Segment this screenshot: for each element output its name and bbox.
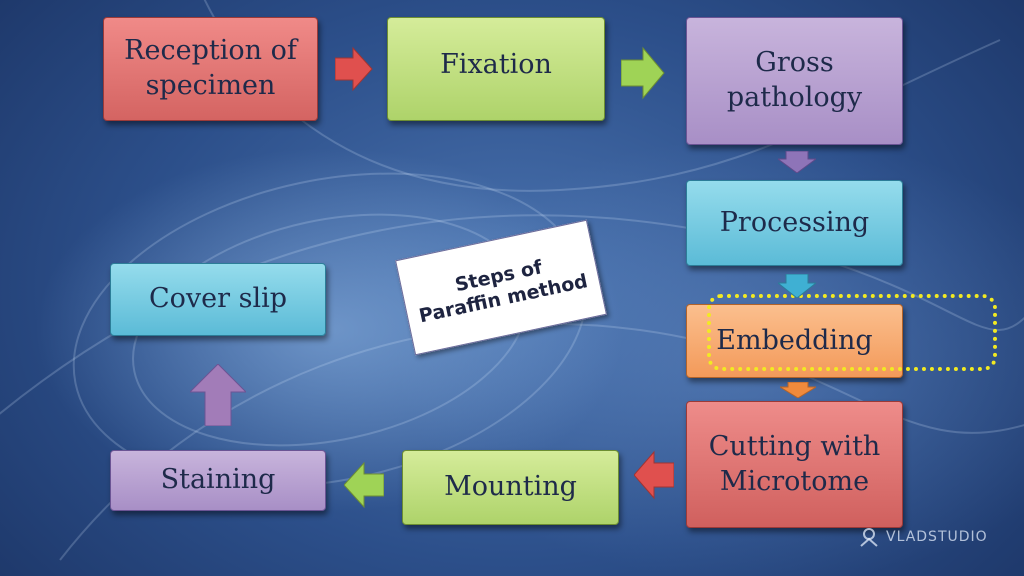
step-fixation-label: Fixation <box>440 49 552 80</box>
step-embedding: Embedding <box>686 304 903 378</box>
arrow-left-green <box>344 462 384 508</box>
arrow-left-red <box>634 450 674 500</box>
step-cutting-with-microtome: Cutting with Microtome <box>686 401 903 528</box>
diagram-title-card: Steps of Paraffin method <box>395 219 607 356</box>
watermark-text: VLADSTUDIO <box>886 529 988 545</box>
step-gross-label: Gross pathology <box>726 47 863 113</box>
step-mounting: Mounting <box>402 450 619 525</box>
vladstudio-logo-icon <box>860 528 878 547</box>
arrow-down-purple <box>778 151 816 173</box>
step-gross-pathology: Gross pathology <box>686 17 903 145</box>
step-cover-slip: Cover slip <box>110 263 326 336</box>
embedding-highlight-border <box>707 294 997 371</box>
step-coverslip-label: Cover slip <box>148 283 288 315</box>
arrow-down-orange <box>780 382 816 398</box>
arrow-up-purple <box>190 364 246 426</box>
step-cutting-label: Cutting with Microtome <box>708 430 881 497</box>
arrow-right-green <box>621 46 665 100</box>
arrow-right-red <box>335 46 373 92</box>
step-embedding-label: Embedding <box>716 324 873 356</box>
step-mounting-label: Mounting <box>444 471 577 503</box>
step-fixation: Fixation <box>387 17 605 121</box>
step-reception-of-specimen: Reception of specimen <box>103 17 318 121</box>
vladstudio-watermark: VLADSTUDIO <box>858 527 988 547</box>
step-reception-label: Reception of specimen <box>124 35 297 101</box>
step-staining-label: Staining <box>160 464 276 496</box>
step-staining: Staining <box>110 450 326 511</box>
arrow-down-cyan <box>778 274 816 298</box>
step-processing-label: Processing <box>719 206 870 238</box>
step-processing: Processing <box>686 180 903 266</box>
